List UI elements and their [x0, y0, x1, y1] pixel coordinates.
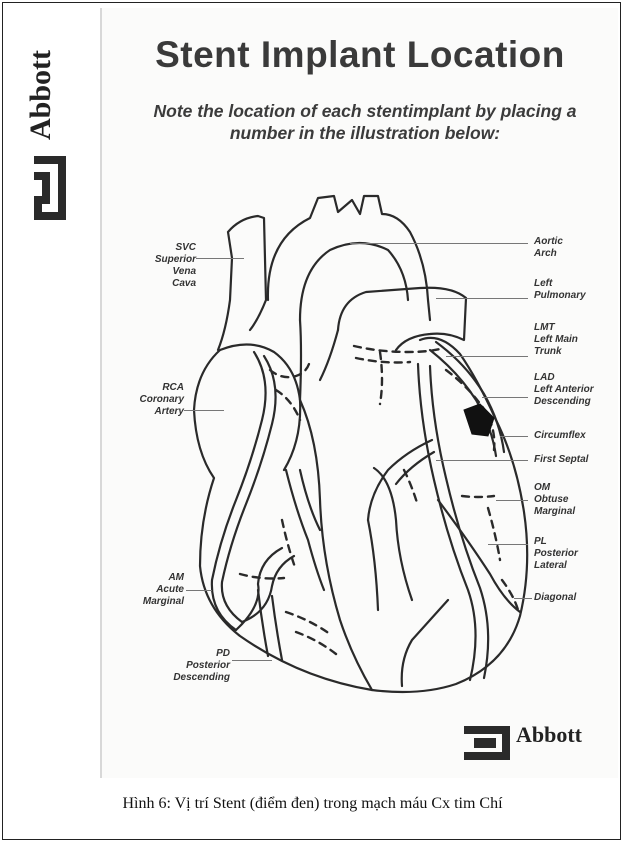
leader-line-circumflex	[500, 436, 528, 437]
label-pd: PD Posterior Descending	[140, 648, 230, 684]
label-rca: RCA Coronary Artery	[100, 382, 184, 418]
stent-marker	[464, 404, 494, 436]
label-svc: SVC Superior Vena Cava	[110, 242, 196, 290]
leader-line-first-septal	[436, 460, 528, 461]
leader-line-left-pulmonary	[436, 298, 528, 299]
label-aortic-arch: Aortic Arch	[534, 236, 618, 260]
pd-vessel	[236, 548, 294, 630]
circumflex-vessel	[430, 342, 504, 456]
figure-caption: Hình 6: Vị trí Stent (điểm đen) trong mạ…	[0, 795, 625, 813]
leader-line-om	[496, 500, 528, 501]
leader-line-pd	[232, 660, 272, 661]
label-circumflex: Circumflex	[534, 430, 618, 442]
label-first-septal: First Septal	[534, 454, 618, 466]
leader-line-lad	[482, 397, 528, 398]
leader-line-am	[186, 590, 212, 591]
leader-line-aortic	[350, 243, 528, 244]
label-lad: LAD Left Anterior Descending	[534, 372, 618, 408]
label-am: AM Acute Marginal	[100, 572, 184, 608]
label-lmt: LMT Left Main Trunk	[534, 322, 618, 358]
heart-outline	[194, 338, 527, 692]
label-diagonal: Diagonal	[534, 592, 618, 604]
leader-line-pl	[488, 544, 528, 545]
label-pl: PL Posterior Lateral	[534, 536, 618, 572]
diagonal-vessel	[438, 500, 520, 612]
leader-line-svc	[196, 258, 244, 259]
label-left-pulmonary: Left Pulmonary	[534, 278, 618, 302]
svc-vessel	[218, 216, 266, 350]
leader-line-rca	[184, 410, 224, 411]
label-om: OM Obtuse Marginal	[534, 482, 618, 518]
brand-name-bottom: Abbott	[516, 722, 582, 748]
abbott-logo-bottom-icon	[462, 722, 512, 762]
leader-line-diagonal	[514, 598, 532, 599]
leader-line-lmt	[446, 356, 528, 357]
